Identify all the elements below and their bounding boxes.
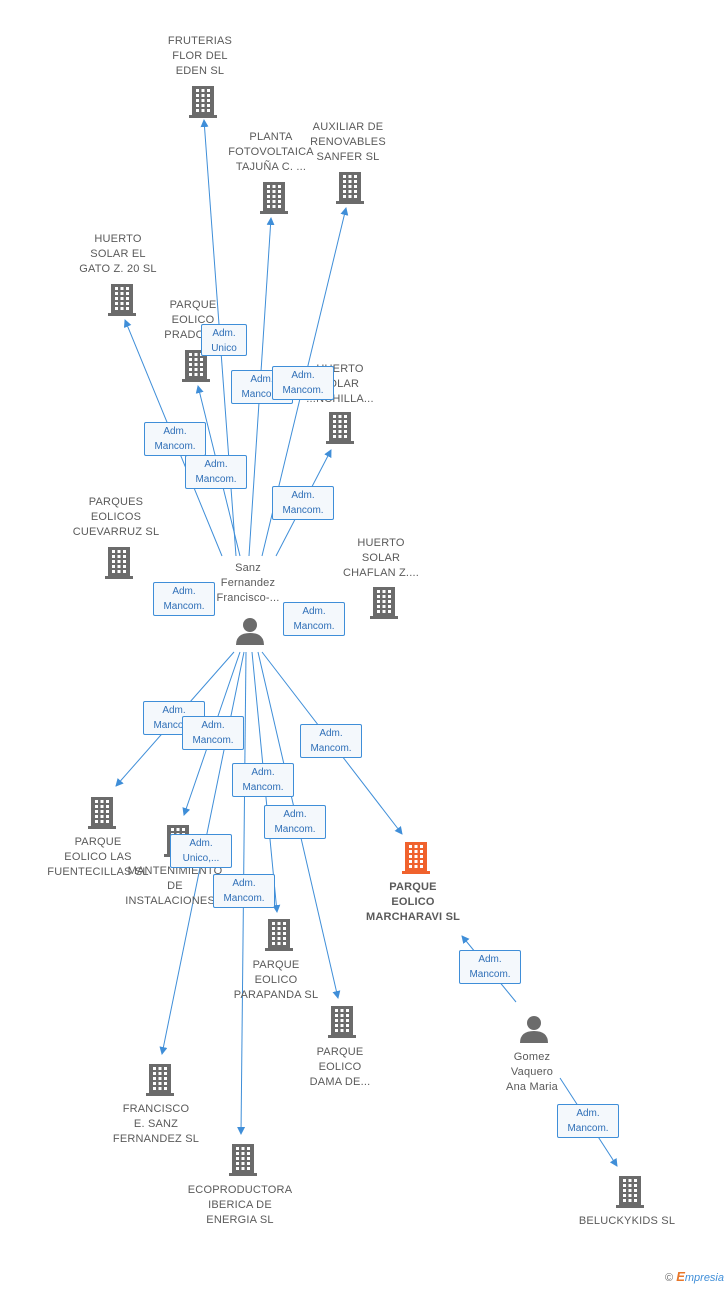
company-building-icon[interactable] [105,547,133,579]
node-label-fuentecillas[interactable]: PARQUE EOLICO LAS FUENTECILLAS SL [47,836,149,878]
copyright-symbol: © [665,1272,674,1284]
company-building-icon[interactable] [328,1006,356,1038]
node-label-beluckykids[interactable]: BELUCKYKIDS SL [578,1215,676,1227]
node-label-cuevarruz[interactable]: PARQUES EOLICOS CUEVARRUZ SL [72,496,160,538]
company-building-icon[interactable] [265,919,293,951]
company-building-icon[interactable] [370,587,398,619]
role-badge[interactable]: Adm. Mancom. [232,763,294,797]
role-badge[interactable]: Adm. Mancom. [264,805,326,839]
node-label-dama[interactable]: PARQUE EOLICO DAMA DE... [309,1046,371,1088]
node-label-marcharavi[interactable]: PARQUE EOLICO MARCHARAVI SL [365,881,461,923]
company-building-icon[interactable] [189,86,217,118]
role-badge[interactable]: Adm. Mancom. [272,486,334,520]
brand-logo-e: E [676,1269,685,1284]
role-badge[interactable]: Adm. Mancom. [272,366,334,400]
role-badge[interactable]: Adm. Mancom. [459,950,521,984]
node-label-francisco_sl[interactable]: FRANCISCO E. SANZ FERNANDEZ SL [112,1103,200,1145]
role-badge[interactable]: Adm. Mancom. [185,455,247,489]
node-label-ecoproductora[interactable]: ECOPRODUCTORA IBERICA DE ENERGIA SL [187,1184,293,1226]
node-label-planta[interactable]: PLANTA FOTOVOLTAICA TAJUÑA C. ... [228,131,314,173]
person-icon[interactable] [520,1016,548,1043]
company-building-icon[interactable] [260,182,288,214]
role-badge[interactable]: Adm. Mancom. [213,874,275,908]
company-building-icon[interactable] [326,412,354,444]
node-label-chaflan[interactable]: HUERTO SOLAR CHAFLAN Z.... [343,537,419,579]
node-label-fruterias[interactable]: FRUTERIAS FLOR DEL EDEN SL [167,35,233,77]
role-badge[interactable]: Adm. Mancom. [144,422,206,456]
company-building-icon[interactable] [88,797,116,829]
company-building-icon[interactable] [229,1144,257,1176]
role-badge[interactable]: Adm. Unico [201,324,247,356]
person-icon[interactable] [236,618,264,645]
node-label-auxiliar[interactable]: AUXILIAR DE RENOVABLES SANFER SL [310,121,386,163]
company-building-icon[interactable] [146,1064,174,1096]
node-label-parapanda[interactable]: PARQUE EOLICO PARAPANDA SL [233,959,319,1001]
main-company-building-icon[interactable] [402,842,430,874]
node-label-gomez[interactable]: Gomez Vaquero Ana Maria [506,1051,558,1093]
role-badge[interactable]: Adm. Mancom. [283,602,345,636]
company-building-icon[interactable] [108,284,136,316]
role-badge[interactable]: Adm. Mancom. [557,1104,619,1138]
role-badge[interactable]: Adm. Mancom. [182,716,244,750]
footer-brand: © Empresia [665,1269,724,1284]
node-label-mantenimiento[interactable]: MANTENIMIENTO DE INSTALACIONES... [125,865,225,907]
node-label-prados[interactable]: PARQUE EOLICO PRADOS... [164,299,222,341]
role-badge[interactable]: Adm. Mancom. [153,582,215,616]
node-label-gato[interactable]: HUERTO SOLAR EL GATO Z. 20 SL [79,233,157,275]
role-badge[interactable]: Adm. Mancom. [300,724,362,758]
company-building-icon[interactable] [336,172,364,204]
role-badge[interactable]: Adm. Unico,... [170,834,232,868]
company-building-icon[interactable] [616,1176,644,1208]
node-label-sanz[interactable]: Sanz Fernandez Francisco-... [216,562,280,604]
brand-name: mpresia [684,1272,724,1284]
